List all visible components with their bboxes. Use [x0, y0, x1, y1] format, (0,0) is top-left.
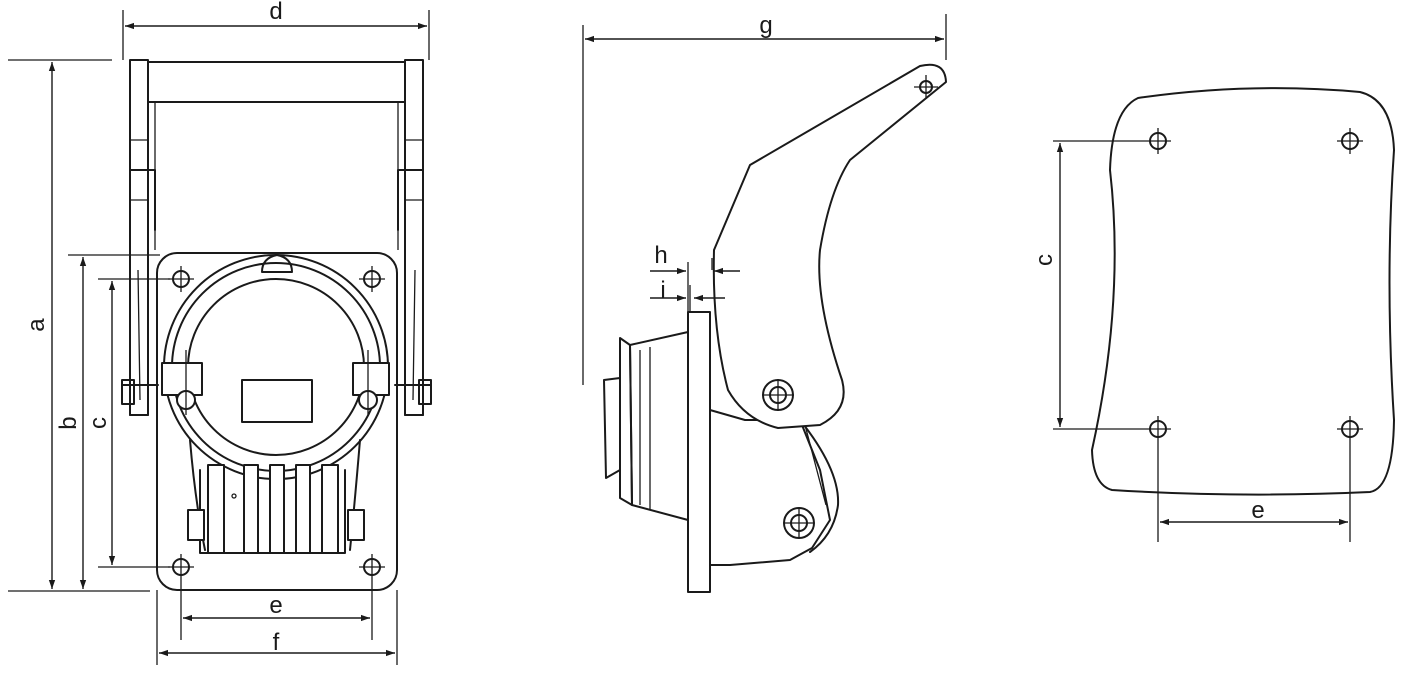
dimension-i: i	[650, 277, 725, 312]
label-e-plate: e	[1251, 497, 1264, 524]
dimension-e-plate: e	[1157, 442, 1351, 542]
mounting-hole-front-tl	[168, 266, 194, 292]
label-g: g	[759, 12, 772, 39]
label-b: b	[55, 416, 82, 429]
mounting-hole-front-br	[359, 554, 385, 580]
mounting-hole-tr	[1337, 128, 1363, 154]
handle-frame	[121, 59, 432, 416]
dimension-d: d	[122, 0, 430, 60]
dimension-c-plate: c	[1031, 140, 1145, 430]
mounting-hole-tl	[1145, 128, 1171, 154]
mounting-hole-front-tr	[359, 266, 385, 292]
label-h: h	[654, 242, 667, 269]
front-view: a b c d e f	[8, 0, 432, 665]
mounting-plate-outline	[1091, 87, 1395, 496]
label-c-plate: c	[1031, 254, 1058, 266]
handle-arm-side	[712, 63, 947, 429]
mounting-hole-br	[1337, 416, 1363, 442]
dimension-g: g	[582, 12, 947, 385]
dimension-b: b	[55, 254, 160, 589]
nameplate-window	[241, 379, 313, 423]
mounting-plate-side	[687, 311, 711, 593]
dimension-h: h	[650, 242, 740, 312]
dimension-c-front: c	[85, 278, 170, 568]
mounting-hole-bl	[1145, 416, 1171, 442]
dimension-e-front: e	[180, 580, 373, 640]
dimension-f: f	[156, 590, 398, 665]
socket-body-front	[121, 254, 432, 554]
dimension-a: a	[8, 59, 150, 592]
label-i: i	[660, 277, 665, 304]
label-c-front: c	[85, 417, 112, 429]
label-d: d	[269, 0, 282, 25]
label-f: f	[273, 629, 280, 656]
label-e-front: e	[269, 592, 282, 619]
side-view: g h i	[582, 12, 947, 593]
mounting-hole-front-bl	[168, 554, 194, 580]
mounting-plate-view: c e	[1031, 87, 1395, 542]
label-a: a	[23, 318, 50, 332]
